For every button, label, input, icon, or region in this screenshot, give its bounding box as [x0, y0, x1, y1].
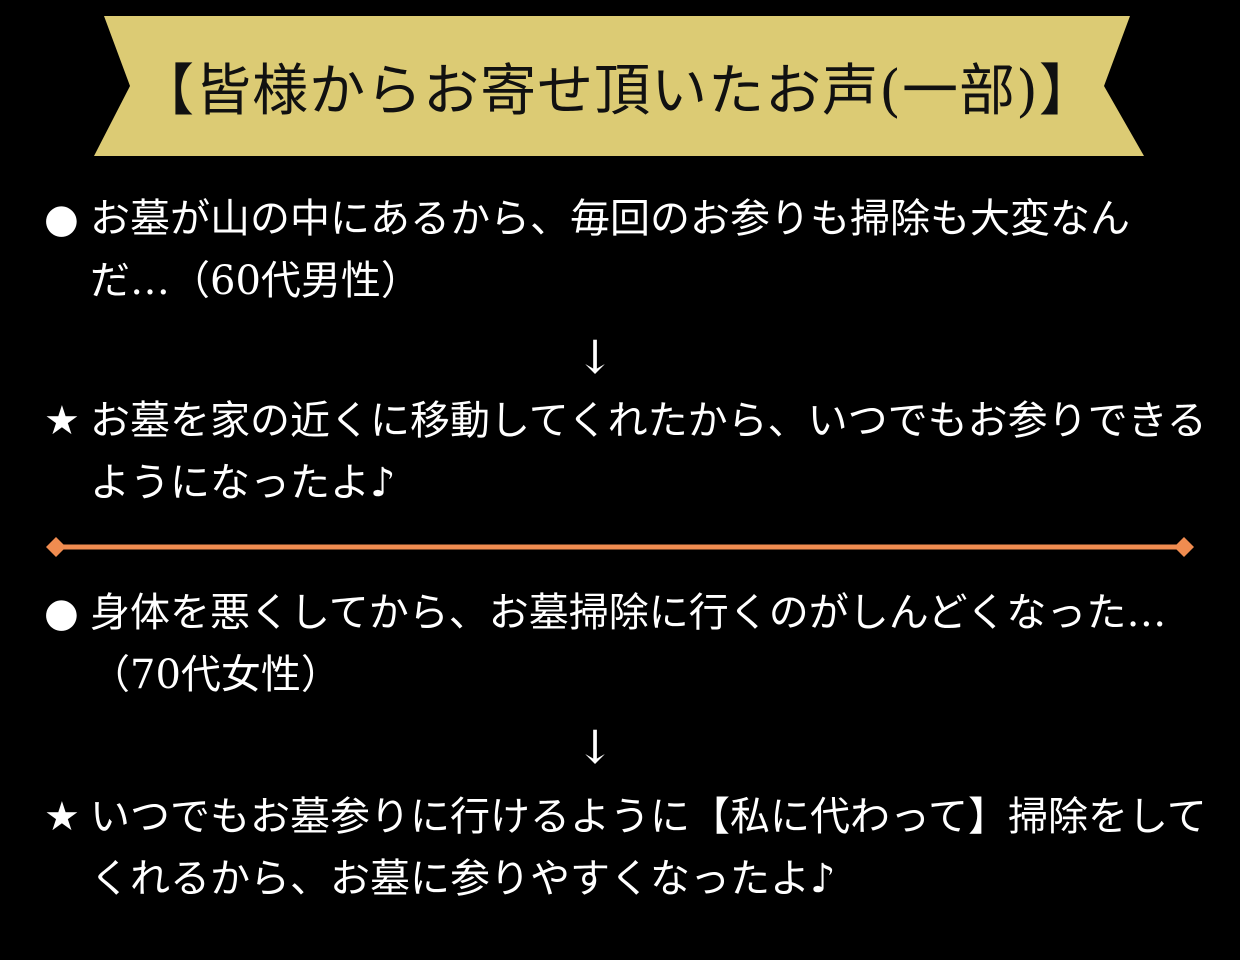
response-text-2: ようになったよ♪ — [90, 460, 396, 506]
voice-2-response: ★いつでもお墓参りに行けるように【私に代わって】掃除をして くれるから、お墓に参… — [44, 786, 1207, 910]
banner-ribbon-shape — [94, 16, 1144, 156]
star-bullet-icon: ★ — [44, 794, 80, 840]
down-arrow-icon: ↓ — [575, 720, 615, 774]
voice-1-complaint: ●お墓が山の中にあるから、毎回のお参りも掃除も大変なん だ…（60代男性） — [44, 188, 1204, 312]
section-divider — [46, 537, 1194, 557]
diamond-left-icon — [46, 537, 66, 557]
response-line-1: ★お墓を家の近くに移動してくれたから、いつでもお参りできる — [44, 390, 1207, 452]
complaint-text-1: お墓が山の中にあるから、毎回のお参りも掃除も大変なん — [90, 196, 1130, 242]
voice-2-complaint: ●身体を悪くしてから、お墓掃除に行くのがしんどくなった… （70代女性） — [44, 582, 1204, 706]
response-text-2: くれるから、お墓に参りやすくなったよ♪ — [90, 856, 836, 902]
response-line-1: ★いつでもお墓参りに行けるように【私に代わって】掃除をして — [44, 786, 1207, 848]
circle-bullet-icon: ● — [44, 196, 79, 242]
title-banner: 【皆様からお寄せ頂いたお声(一部)】 — [90, 16, 1144, 156]
banner-title: 【皆様からお寄せ頂いたお声(一部)】 — [138, 58, 1096, 124]
complaint-text-1: 身体を悪くしてから、お墓掃除に行くのがしんどくなった… — [90, 590, 1167, 636]
response-text-1: お墓を家の近くに移動してくれたから、いつでもお参りできる — [90, 398, 1207, 444]
complaint-line-1: ●身体を悪くしてから、お墓掃除に行くのがしんどくなった… — [44, 582, 1204, 644]
circle-bullet-icon: ● — [44, 590, 79, 636]
complaint-text-2: （70代女性） — [90, 652, 341, 698]
star-bullet-icon: ★ — [44, 398, 80, 444]
down-arrow-icon: ↓ — [575, 330, 615, 384]
complaint-line-1: ●お墓が山の中にあるから、毎回のお参りも掃除も大変なん — [44, 188, 1204, 250]
complaint-text-2: だ…（60代男性） — [90, 258, 421, 304]
diamond-right-icon — [1174, 537, 1194, 557]
voice-1-response: ★お墓を家の近くに移動してくれたから、いつでもお参りできる ようになったよ♪ — [44, 390, 1207, 514]
response-text-1: いつでもお墓参りに行けるように【私に代わって】掃除をして — [90, 794, 1207, 840]
